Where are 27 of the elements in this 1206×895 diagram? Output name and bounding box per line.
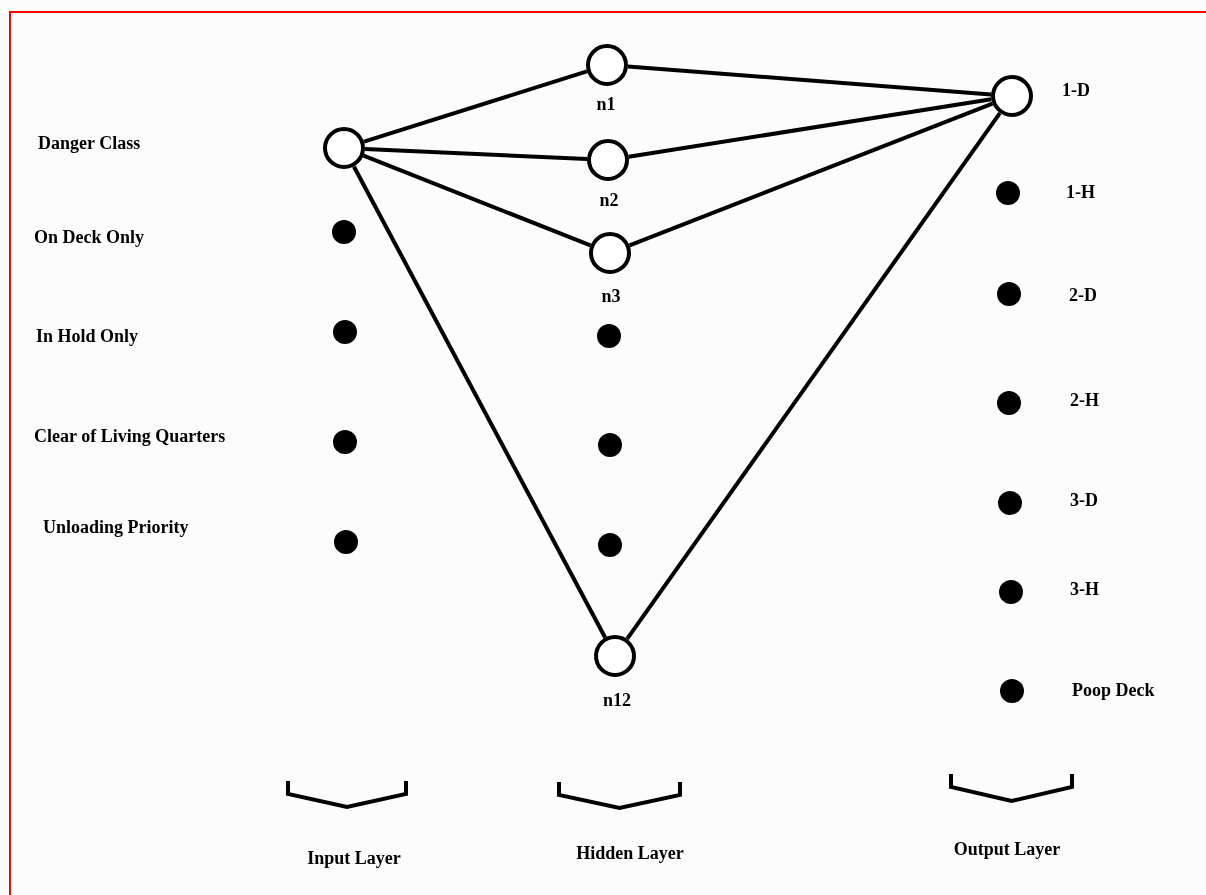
node-label: 3-H: [1070, 580, 1099, 598]
node-label: n1: [596, 95, 616, 113]
node-label: 2-D: [1069, 286, 1097, 304]
layer-label: Input Layer: [307, 849, 401, 867]
input-label: Unloading Priority: [43, 518, 189, 536]
connection-line: [362, 153, 592, 248]
connection-line: [628, 101, 994, 248]
connection-line: [627, 64, 992, 97]
connection-line: [364, 146, 588, 162]
input-label: Clear of Living Quarters: [34, 427, 226, 445]
layer-label: Output Layer: [953, 840, 1061, 858]
node-label: 3-D: [1070, 491, 1098, 509]
connection-line: [628, 97, 992, 159]
node-label: n2: [599, 191, 619, 209]
connection-line: [625, 111, 1002, 641]
node-label: 2-H: [1070, 391, 1099, 409]
node-label: n12: [603, 691, 631, 709]
node-label: 1-H: [1066, 183, 1095, 201]
connection-line: [363, 69, 588, 144]
connection-line: [352, 165, 607, 639]
input-label: Danger Class: [38, 134, 141, 152]
layer-label: Hidden Layer: [576, 844, 684, 862]
node-label: n3: [601, 287, 621, 305]
input-label: In Hold Only: [36, 327, 139, 345]
node-label: Poop Deck: [1072, 681, 1155, 699]
node-label: 1-D: [1062, 81, 1090, 99]
input-label: On Deck Only: [34, 228, 144, 246]
